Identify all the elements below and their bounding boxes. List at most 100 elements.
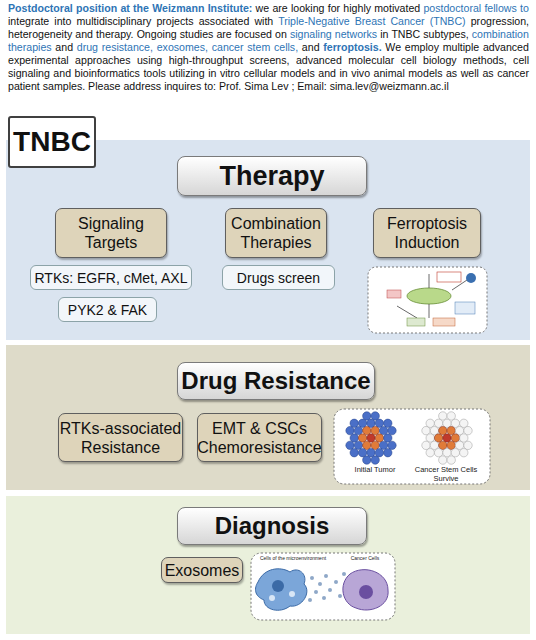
- illustration-circle: [439, 412, 447, 420]
- illustration-circle: [272, 580, 284, 592]
- figure-caption: Cancer Cells: [345, 555, 385, 561]
- illustration-circle: [447, 456, 455, 464]
- illustration-circle: [434, 434, 442, 442]
- word: Cancer: [390, 15, 424, 27]
- word: in: [339, 67, 347, 79]
- illustration-circle: [434, 449, 442, 457]
- word: and: [318, 67, 336, 79]
- illustration-rect: [433, 318, 455, 326]
- illustration-circle: [322, 596, 326, 600]
- illustration-circle: [367, 434, 375, 442]
- illustration-g: [422, 412, 472, 465]
- word: screens,: [249, 54, 289, 66]
- word: Please: [88, 80, 120, 92]
- word: are: [272, 2, 287, 14]
- illustration-circle: [426, 419, 434, 427]
- word: networks: [335, 28, 377, 40]
- word: heterogeneity: [8, 28, 72, 40]
- illustration-circle: [439, 441, 447, 449]
- illustration-circle: [350, 434, 358, 442]
- box-text: Combination Therapies: [226, 214, 326, 252]
- topic-box: EMT & CSCs Chemoresistance: [197, 413, 322, 462]
- illustration-circle: [464, 441, 472, 449]
- word: vitro: [220, 67, 240, 79]
- word: in: [380, 28, 388, 40]
- illustration-circle: [363, 412, 371, 420]
- word: motivated: [374, 2, 420, 14]
- illustration-circle: [384, 449, 392, 457]
- word: multidisciplinary: [77, 15, 152, 27]
- word: utilizing: [169, 67, 204, 79]
- word: well: [461, 67, 479, 79]
- illustration-circle: [338, 594, 342, 598]
- word: the: [133, 2, 149, 14]
- word: and: [75, 28, 93, 40]
- illustration-circle: [447, 426, 455, 434]
- illustration-circle: [422, 426, 430, 434]
- topic-box: Exosomes: [161, 557, 243, 583]
- word: Ongoing: [137, 28, 177, 40]
- illustration-circle: [375, 434, 383, 442]
- illustration-g: [346, 412, 396, 465]
- illustration-circle: [359, 585, 373, 599]
- word: samples.: [43, 80, 85, 92]
- box-text: TNBC: [13, 126, 91, 158]
- illustration-circle: [443, 434, 451, 442]
- word: ferroptosis.: [323, 41, 381, 53]
- illustration-line: [429, 274, 430, 288]
- ferroptosis-illustration: [367, 266, 488, 334]
- word: subtypes,: [423, 28, 468, 40]
- word: Email:: [297, 80, 326, 92]
- detail-box: RTKs: EGFR, cMet, AXL: [30, 265, 192, 290]
- illustration-circle: [354, 426, 362, 434]
- word: models: [408, 67, 442, 79]
- illustration-circle: [439, 456, 447, 464]
- word: associated: [199, 15, 250, 27]
- illustration-rect: [368, 267, 487, 333]
- illustration-circle: [350, 449, 358, 457]
- word: therapies: [8, 41, 52, 53]
- word: Postdoctoral: [8, 2, 73, 14]
- word: for: [328, 2, 340, 14]
- illustration-circle: [455, 426, 463, 434]
- illustration-circle: [363, 456, 371, 464]
- word: vivo: [351, 67, 370, 79]
- exosome-illustration: [250, 552, 396, 621]
- section-header: Diagnosis: [177, 507, 367, 545]
- word: Breast: [355, 15, 386, 27]
- illustration-circle: [460, 419, 468, 427]
- word: with: [254, 15, 273, 27]
- illustration-circle: [464, 426, 472, 434]
- word: patient: [8, 80, 40, 92]
- word: exosomes,: [157, 41, 208, 53]
- word: and: [302, 41, 320, 53]
- word: cancer: [212, 41, 244, 53]
- word: signaling: [290, 28, 332, 40]
- illustration-circle: [354, 441, 362, 449]
- word: drug: [77, 41, 98, 53]
- word: studies: [180, 28, 214, 40]
- illustration-circle: [430, 426, 438, 434]
- illustration-circle: [363, 426, 371, 434]
- illustration-circle: [371, 426, 379, 434]
- word: as: [482, 67, 493, 79]
- word: high-throughput: [169, 54, 243, 66]
- word: therapy.: [96, 28, 134, 40]
- word: Weizmann: [152, 2, 204, 14]
- word: approaches: [75, 54, 130, 66]
- word: signaling: [8, 67, 50, 79]
- topic-box: Combination Therapies: [225, 208, 327, 258]
- illustration-rect: [455, 302, 475, 314]
- box-text: Signaling Targets: [56, 214, 166, 252]
- illustration-circle: [358, 449, 366, 457]
- illustration-circle: [451, 449, 459, 457]
- word: to:: [204, 80, 216, 92]
- illustration-circle: [308, 598, 312, 602]
- illustration-rect: [334, 409, 490, 484]
- illustration-circle: [334, 580, 338, 584]
- illustration-circle: [447, 412, 455, 420]
- illustration-circle: [367, 419, 375, 427]
- detail-box: Drugs screen: [222, 265, 335, 290]
- illustration-circle: [314, 590, 318, 594]
- word: molecular: [348, 54, 394, 66]
